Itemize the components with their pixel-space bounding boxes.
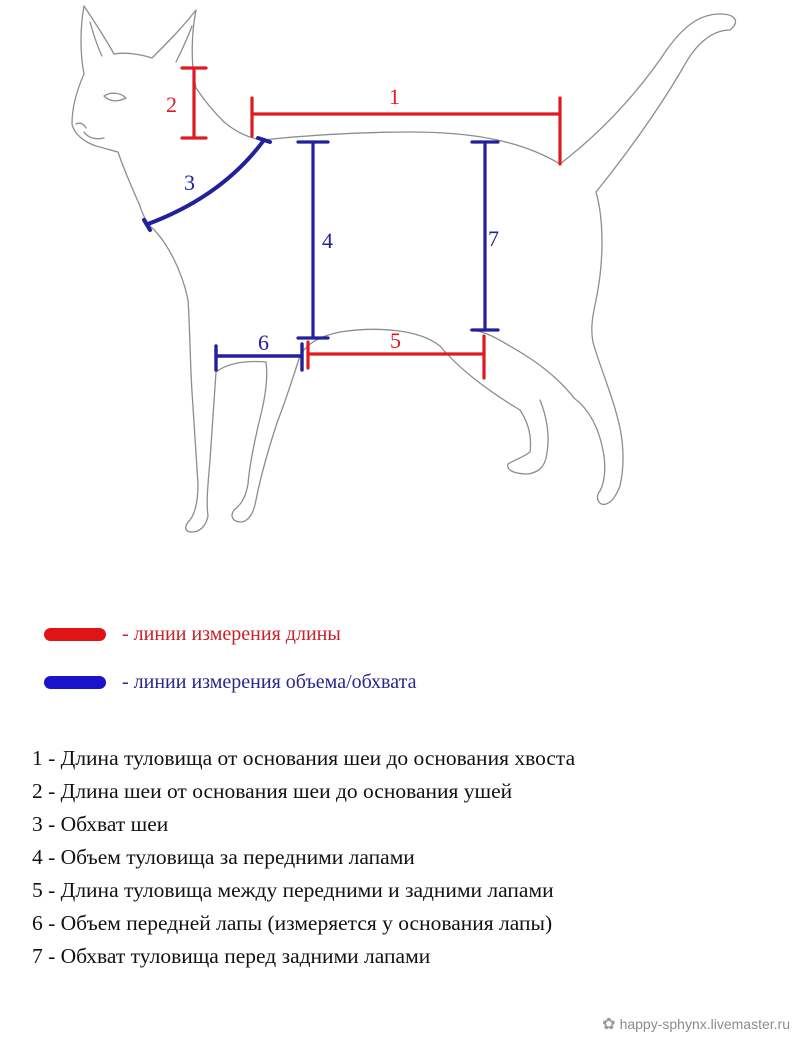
legend-length-text: - линии измерения длины (122, 622, 341, 645)
measure-line-4 (296, 140, 330, 340)
measure-line-2 (180, 66, 208, 140)
marker-label-6: 6 (258, 330, 269, 355)
marker-label-3: 3 (184, 170, 195, 195)
watermark-text: happy-sphynx.livemaster.ru (619, 1016, 790, 1032)
list-item: 2 - Длина шеи от основания шеи до основа… (32, 779, 513, 803)
measure-line-5 (306, 334, 486, 380)
list-item: 7 - Обхват туловища перед задними лапами (32, 944, 431, 968)
legend-girth-text: - линии измерения объема/обхвата (122, 670, 417, 693)
list-item: 4 - Объем туловища за передними лапами (32, 845, 415, 869)
measure-line-3 (142, 136, 272, 232)
marker-label-5: 5 (390, 328, 401, 353)
marker-label-7: 7 (488, 226, 499, 251)
cat-measurement-diagram: 1 2 3 4 7 6 5 (71, 5, 737, 533)
yarn-ball-icon: ✿ (602, 1016, 616, 1033)
measure-line-7 (470, 140, 500, 332)
legend-girth: - линии измерения объема/обхвата (44, 670, 416, 694)
list-item: 5 - Длина туловища между передними и зад… (32, 878, 554, 902)
cat-outline (71, 5, 737, 533)
measurement-list: 1 - Длина туловища от основания шеи до о… (32, 742, 575, 973)
measure-line-6 (214, 342, 304, 372)
red-line-swatch (44, 627, 106, 641)
watermark: ✿ happy-sphynx.livemaster.ru (602, 1014, 790, 1034)
blue-line-swatch (44, 675, 106, 689)
list-item: 3 - Обхват шеи (32, 812, 169, 836)
marker-label-1: 1 (389, 84, 400, 109)
list-item: 1 - Длина туловища от основания шеи до о… (32, 746, 576, 770)
marker-label-4: 4 (322, 228, 333, 253)
legend-length: - линии измерения длины (44, 622, 341, 646)
measure-line-1 (250, 96, 562, 166)
marker-label-2: 2 (166, 92, 177, 117)
list-item: 6 - Объем передней лапы (измеряется у ос… (32, 911, 553, 935)
